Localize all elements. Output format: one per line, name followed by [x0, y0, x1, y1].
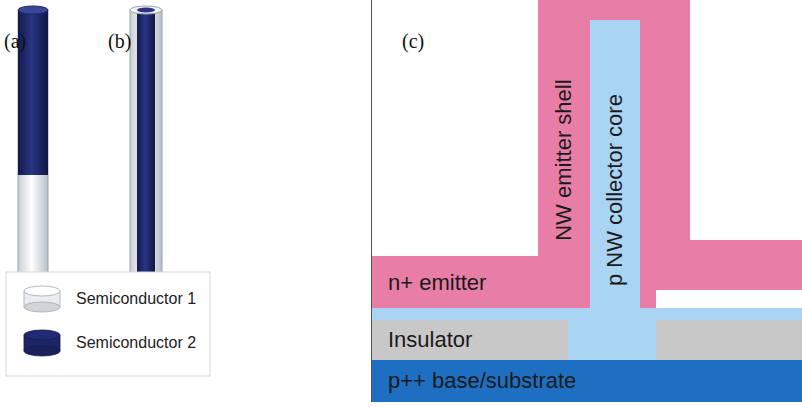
substrate-band: p++ base/substrate: [386, 368, 578, 394]
legend-swatch: [22, 328, 62, 358]
region-label: NW emitter shell: [552, 79, 576, 240]
legend-entry: Semiconductor 1: [22, 284, 196, 314]
emitter-layer-region: n+ emitter: [386, 270, 488, 296]
legend-text: Semiconductor 2: [76, 334, 196, 352]
emitter-shell-region: NW emitter shell: [551, 77, 577, 242]
insulator-layer: Insulator: [386, 327, 474, 353]
legend-text: Semiconductor 1: [76, 290, 196, 308]
region-label: p++ base/substrate: [388, 369, 576, 393]
legend-entry: Semiconductor 2: [22, 328, 196, 358]
legend-swatch: [22, 284, 62, 314]
region-label: n+ emitter: [388, 271, 486, 295]
panel-label: (b): [108, 30, 131, 53]
region-label: Insulator: [388, 328, 472, 352]
panel-label: (a): [4, 30, 26, 53]
panel-label: (c): [402, 30, 424, 53]
device-cross-section: [371, 0, 802, 402]
collector-core-region: p NW collector core: [602, 92, 628, 288]
legend-frame: [6, 272, 210, 376]
region-label: p NW collector core: [603, 94, 627, 286]
